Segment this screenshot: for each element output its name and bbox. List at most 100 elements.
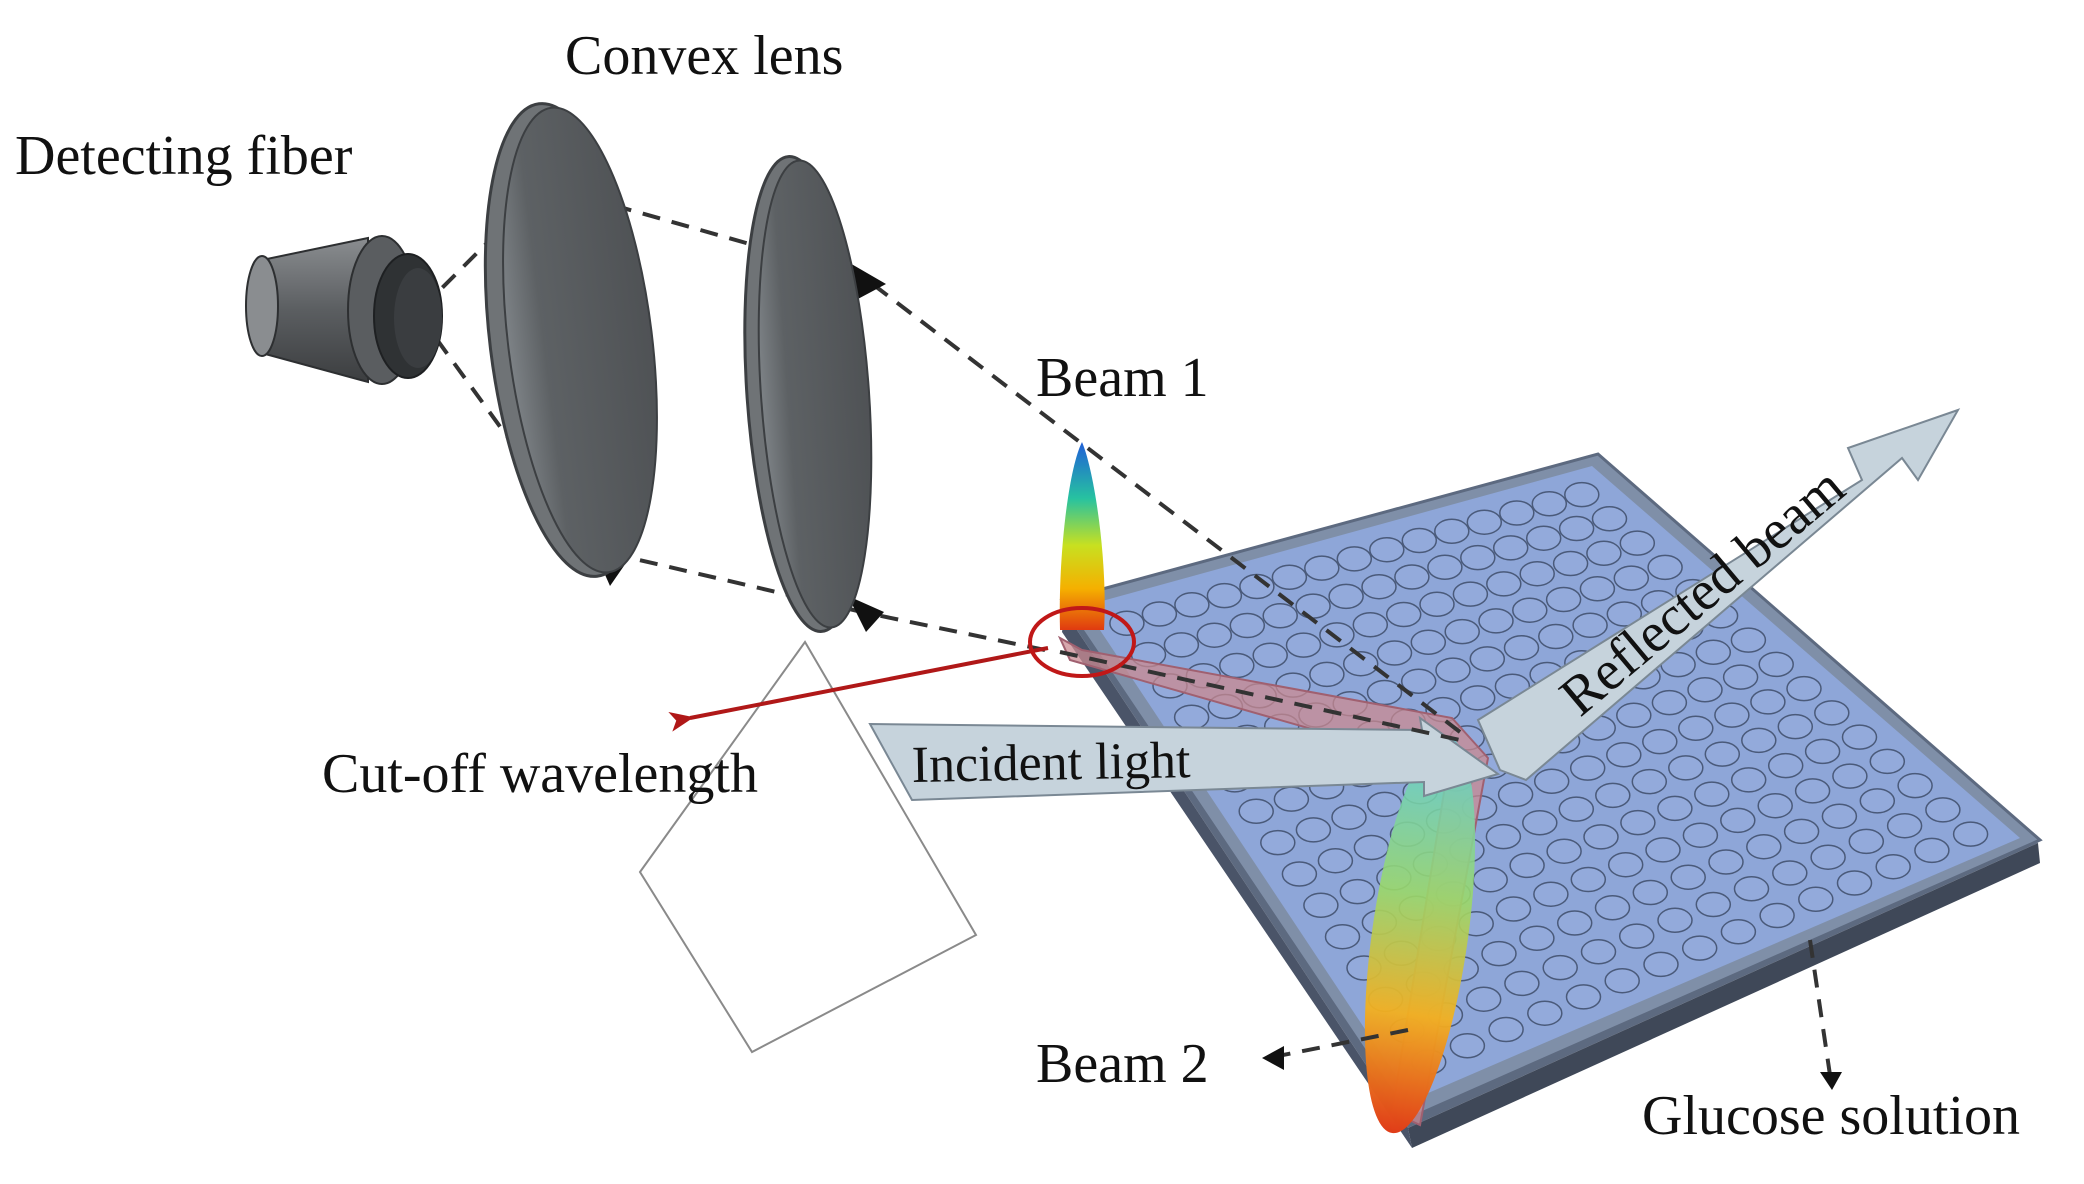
well [1631, 768, 1668, 795]
well [1687, 677, 1723, 703]
well [1419, 591, 1455, 618]
label-beam1: Beam 1 [1036, 347, 1209, 409]
well [1434, 518, 1470, 545]
well [1794, 778, 1831, 804]
label-beam2: Beam 2 [1036, 1033, 1209, 1095]
well [1304, 555, 1340, 581]
well [1273, 786, 1310, 812]
well [1400, 668, 1437, 695]
cutoff-wavelength-arrow [668, 646, 1049, 732]
well [1875, 853, 1911, 880]
reflection-point-highlight [1028, 606, 1136, 678]
well [1708, 849, 1744, 875]
well [1583, 824, 1619, 850]
well [1757, 792, 1793, 819]
well [1519, 560, 1555, 587]
incident-light-arrow [868, 715, 1501, 802]
well [1579, 576, 1616, 602]
well [1252, 642, 1288, 669]
well [1435, 657, 1471, 683]
well [1733, 876, 1770, 902]
well [1643, 951, 1679, 978]
well [1260, 829, 1296, 856]
well [1163, 632, 1200, 658]
well [1281, 861, 1318, 887]
well [1478, 608, 1514, 634]
well [1504, 970, 1540, 997]
well [1564, 481, 1600, 508]
detecting-fiber [245, 235, 443, 385]
well [1239, 573, 1275, 600]
reflected-beam-arrow [1476, 408, 1961, 782]
well [1174, 592, 1210, 618]
well [1353, 834, 1390, 861]
well [1545, 586, 1582, 613]
well [1681, 935, 1718, 961]
well [1730, 767, 1767, 793]
well [1401, 527, 1438, 554]
well [1542, 954, 1578, 981]
well [1427, 554, 1463, 581]
well [1328, 583, 1364, 610]
well [1786, 675, 1822, 702]
well [1695, 891, 1732, 918]
well [1366, 679, 1403, 706]
well [1647, 554, 1683, 581]
well [1694, 781, 1730, 807]
well [1497, 781, 1534, 808]
well [1376, 640, 1413, 666]
well [1565, 984, 1602, 1010]
well [1481, 940, 1517, 967]
well [1810, 844, 1846, 870]
well [1783, 818, 1820, 845]
well [1657, 795, 1693, 822]
well [1449, 1033, 1486, 1059]
well [1319, 622, 1355, 648]
well [1798, 886, 1834, 913]
well [1472, 866, 1508, 893]
well [1196, 622, 1233, 648]
well [1499, 500, 1535, 526]
well [1486, 571, 1522, 597]
well [1512, 597, 1548, 623]
well [1509, 852, 1545, 879]
well [1309, 661, 1345, 688]
well [1594, 895, 1631, 921]
convex-lens-2 [743, 155, 873, 633]
well [1394, 564, 1430, 590]
well [1886, 812, 1923, 839]
well [1668, 755, 1704, 781]
well [1538, 623, 1574, 650]
well [1821, 803, 1858, 829]
well [1342, 650, 1379, 677]
well [1531, 491, 1568, 517]
well [1369, 536, 1405, 563]
well [1285, 632, 1322, 658]
label-cutoff-wavelength: Cut-off wavelength [322, 743, 758, 805]
well [1616, 702, 1652, 729]
well [1606, 742, 1642, 768]
well [1460, 544, 1496, 571]
well [1607, 851, 1644, 878]
well [1271, 564, 1308, 591]
well [1859, 788, 1896, 814]
well [1632, 879, 1669, 906]
well [1452, 581, 1489, 607]
well [1533, 881, 1569, 907]
well [1645, 837, 1681, 863]
well [1556, 910, 1593, 936]
well [1546, 838, 1582, 864]
well [1720, 807, 1756, 834]
cutoff-filter-sheet [638, 640, 978, 1054]
well [1750, 689, 1786, 715]
well [1495, 896, 1532, 922]
well [1606, 601, 1643, 627]
well [1485, 823, 1522, 850]
well [1952, 821, 1989, 847]
well [1295, 817, 1332, 843]
label-glucose-solution: Glucose solution [1642, 1085, 2020, 1147]
well [1336, 546, 1373, 572]
well [1897, 772, 1933, 799]
well [1618, 923, 1655, 949]
